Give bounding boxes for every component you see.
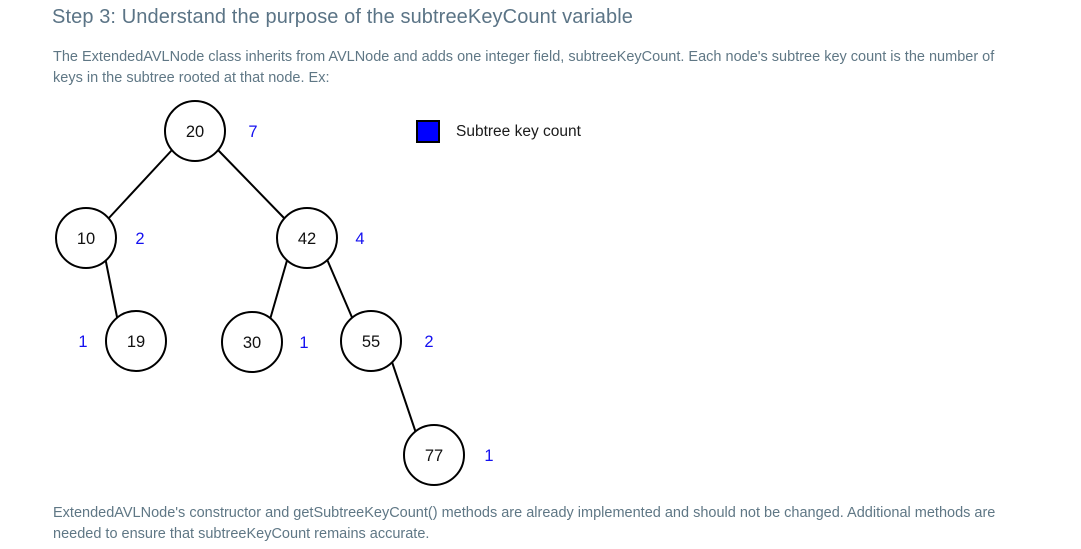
intro-paragraph: The ExtendedAVLNode class inherits from …: [53, 49, 995, 86]
subtree-key-count-label: 2: [424, 333, 433, 351]
node-circle: [403, 424, 465, 486]
node-key-label: 19: [127, 333, 145, 351]
node-circle: [105, 310, 167, 372]
tree-node: 19 1: [78, 310, 167, 372]
tree-edge: [325, 256, 355, 323]
node-circle: [221, 311, 283, 373]
subtree-key-count-label: 1: [299, 334, 308, 352]
tree-edge: [104, 256, 119, 323]
tree-node: 55 2: [340, 310, 434, 372]
legend-label: Subtree key count: [456, 122, 581, 140]
tree-edge: [390, 358, 418, 437]
node-key-label: 20: [186, 123, 204, 141]
tree-node: 10 2: [55, 207, 145, 269]
tree-node: 42 4: [276, 207, 365, 269]
node-circle: [164, 100, 226, 162]
tree-node: 30 1: [221, 311, 309, 373]
node-key-label: 30: [243, 334, 261, 352]
node-key-label: 55: [362, 333, 380, 351]
page-title: Step 3: Understand the purpose of the su…: [52, 6, 634, 28]
node-circle: [55, 207, 117, 269]
node-key-label: 10: [77, 230, 95, 248]
binary-search-tree-diagram: 20 7 10 2 42 4 19 1 30 1 55 2 77 1: [0, 96, 1081, 496]
node-circle: [276, 207, 338, 269]
tree-node: 77 1: [403, 424, 494, 486]
node-circle: [340, 310, 402, 372]
tree-svg: 20 7 10 2 42 4 19 1 30 1 55 2 77 1: [55, 100, 494, 486]
subtree-key-count-label: 7: [248, 123, 257, 141]
tree-edge: [107, 149, 173, 220]
tree-node: 20 7: [164, 100, 258, 162]
tree-edge: [217, 149, 286, 220]
node-key-label: 42: [298, 230, 316, 248]
tree-edge: [268, 256, 289, 324]
node-key-label: 77: [425, 447, 443, 465]
subtree-key-count-label: 2: [135, 230, 144, 248]
subtree-key-count-label: 4: [355, 230, 364, 248]
outro-paragraph: ExtendedAVLNode's constructor and getSub…: [53, 505, 996, 542]
subtree-key-count-label: 1: [78, 333, 87, 351]
subtree-key-count-label: 1: [484, 447, 493, 465]
subtree-key-count-swatch-icon: [416, 120, 440, 143]
legend: Subtree key count: [416, 120, 581, 143]
